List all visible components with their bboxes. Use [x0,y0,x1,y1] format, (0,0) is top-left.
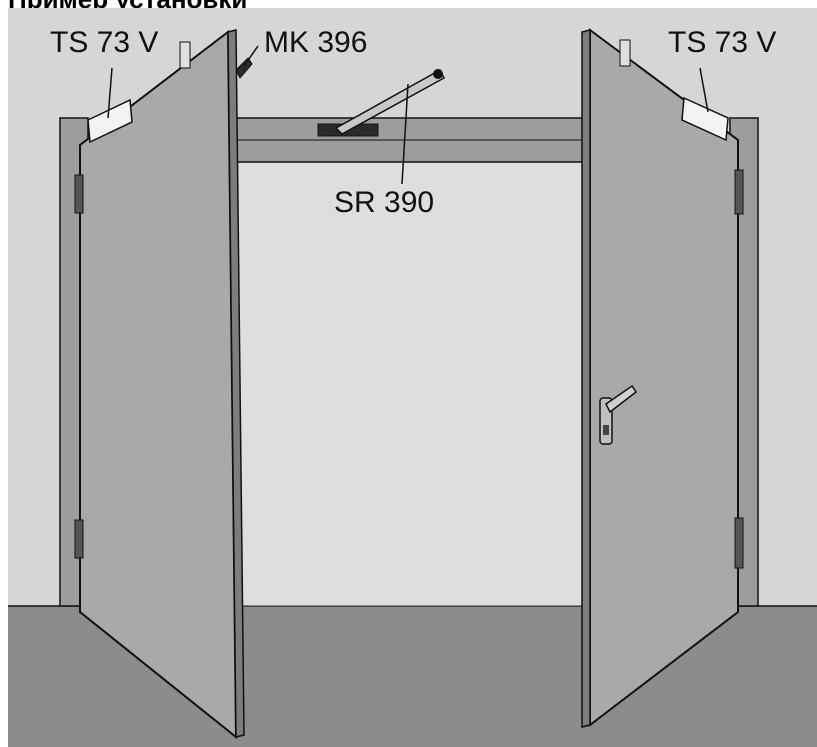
hinge-right-bottom [734,517,744,569]
leader-mk396 [243,45,259,67]
label-ts73v-left: TS 73 V [50,26,158,59]
closer-bracket-right [619,39,631,67]
arm-pivot [433,69,443,79]
closer-body-left [87,98,133,144]
closer-body-right [681,96,729,142]
door-leaf-right-edge [581,29,591,728]
door-leaf-left-edge [227,29,245,738]
door-leaf-left [79,29,238,740]
leader-ts73v-left [107,67,113,119]
label-sr390: SR 390 [334,186,434,219]
closer-bracket-left [179,41,191,69]
label-ts73v-right: TS 73 V [668,26,776,59]
doorway-opening [236,162,585,606]
label-mk396: MK 396 [264,26,367,59]
leader-ts73v-right [699,67,709,113]
door-handle [605,384,638,414]
slide-rail-arm [334,68,445,135]
hinge-left-top [74,174,84,214]
coordinator-device [235,57,253,79]
lock-cylinder [603,425,609,435]
leader-sr390 [401,83,409,185]
hinge-right-top [734,169,744,215]
hinge-left-bottom [74,519,84,559]
